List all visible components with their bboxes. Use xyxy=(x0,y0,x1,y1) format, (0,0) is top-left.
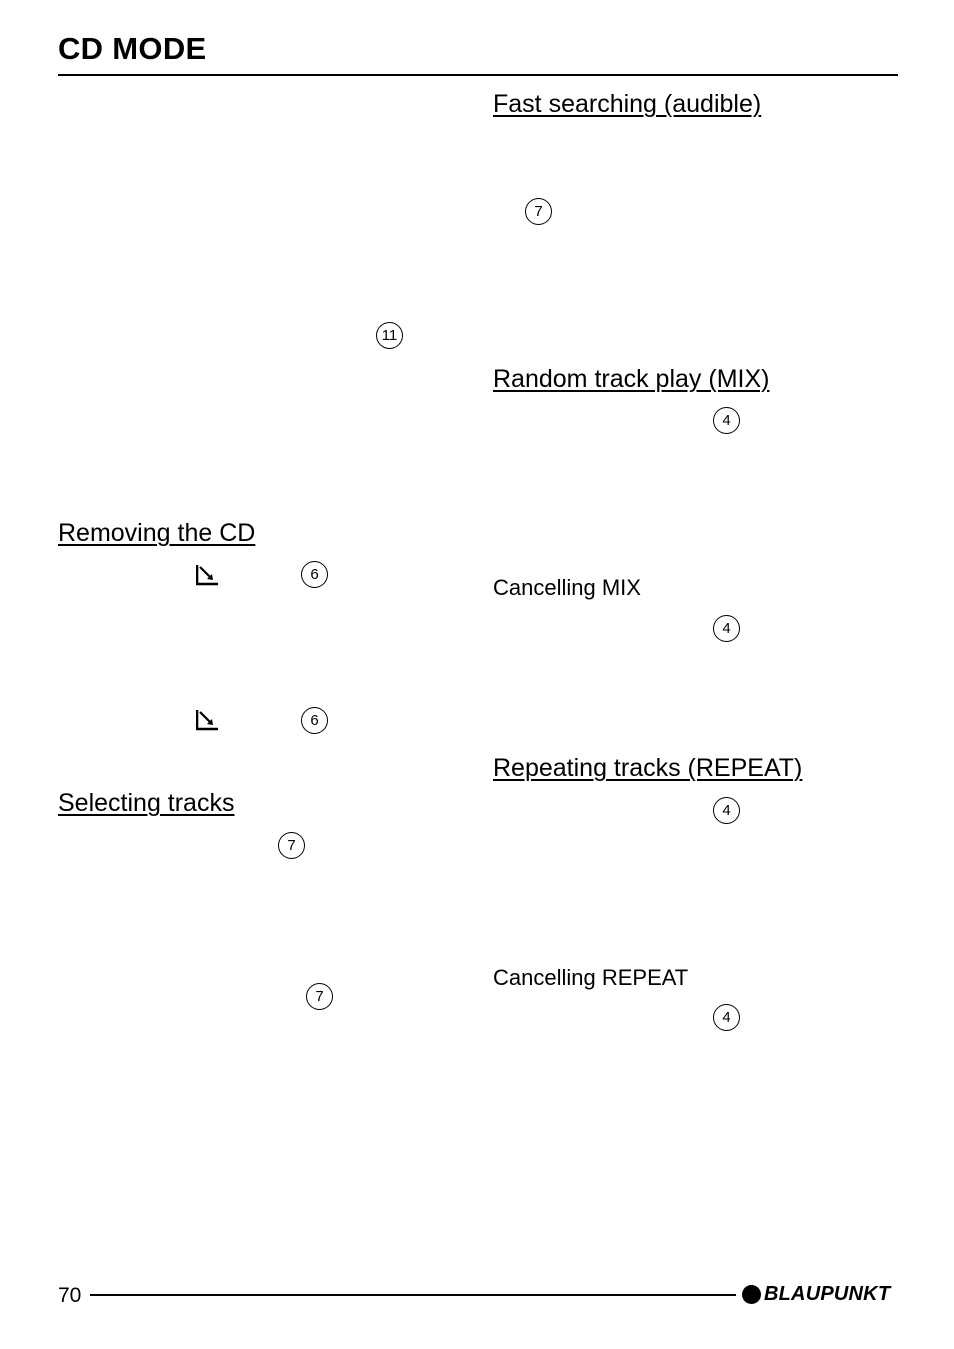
section-heading-fast-search: Fast searching (audible) xyxy=(493,90,762,118)
callout-number: 6 xyxy=(301,707,328,734)
page-title: CD MODE xyxy=(58,31,207,66)
section-heading-mix: Random track play (MIX) xyxy=(493,365,770,393)
sub-heading-cancel-mix: Cancelling MIX xyxy=(493,575,641,600)
section-heading-repeat: Repeating tracks (REPEAT) xyxy=(493,754,803,782)
page-number: 70 xyxy=(58,1284,82,1307)
callout-number: 4 xyxy=(713,797,740,824)
callout-number: 7 xyxy=(525,198,552,225)
callout-number: 4 xyxy=(713,615,740,642)
eject-icon xyxy=(196,710,218,731)
section-heading-removing-cd: Removing the CD xyxy=(58,519,256,547)
brand-name: BLAUPUNKT xyxy=(764,1283,891,1305)
callout-number: 4 xyxy=(713,1004,740,1031)
sub-heading-cancel-repeat: Cancelling REPEAT xyxy=(493,965,689,990)
callout-number: 7 xyxy=(278,832,305,859)
section-heading-selecting-tracks: Selecting tracks xyxy=(58,789,235,817)
brand-logo: BLAUPUNKT xyxy=(742,1283,890,1305)
footer-divider xyxy=(90,1294,736,1296)
eject-icon xyxy=(196,565,218,586)
brand-dot-icon xyxy=(742,1284,761,1304)
callout-number: 7 xyxy=(306,983,333,1010)
callout-number: 6 xyxy=(301,561,328,588)
title-divider xyxy=(58,74,898,76)
callout-number: 4 xyxy=(713,407,740,434)
callout-number: 11 xyxy=(376,322,403,349)
